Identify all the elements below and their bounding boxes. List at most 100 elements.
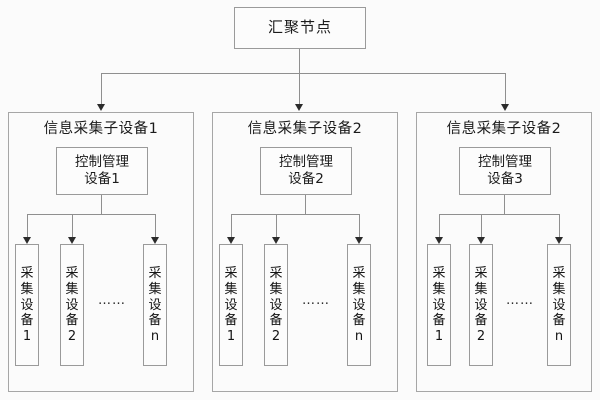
collection-device-n[interactable]: 采 集 设 备 n (347, 244, 371, 366)
leaf-char: 2 (67, 329, 77, 345)
control-management-device-3[interactable]: 控制管理 设备3 (459, 147, 551, 195)
leaf-branch-connector-1 (439, 214, 440, 237)
collection-device-2[interactable]: 采 集 设 备 2 (60, 244, 84, 366)
leaf-char: 集 (224, 281, 238, 297)
leaf-branch-connector-3 (559, 214, 560, 237)
leaf-branch-arrow-3 (554, 237, 563, 244)
collection-device-2[interactable]: 采 集 设 备 2 (469, 244, 493, 366)
leaf-char: 备 (474, 313, 488, 329)
collection-device-1[interactable]: 采 集 设 备 1 (219, 244, 243, 366)
collection-device-1[interactable]: 采 集 设 备 1 (15, 244, 39, 366)
leaf-char: 采 (552, 265, 566, 281)
leaf-char: n (354, 329, 364, 345)
control-management-device-2[interactable]: 控制管理 设备2 (260, 147, 352, 195)
subsystem-group-title: 信息采集子设备1 (43, 121, 159, 137)
control-distribution-bus (231, 214, 359, 215)
leaf-char: 采 (148, 265, 162, 281)
leaf-branch-connector-3 (155, 214, 156, 237)
leaf-branch-arrow-1 (22, 237, 31, 244)
control-label-line1: 控制管理 (478, 154, 532, 171)
leaf-char: 备 (552, 313, 566, 329)
leaf-branch-connector-1 (27, 214, 28, 237)
root-branch-connector-1 (101, 73, 102, 104)
control-label-line2: 设备2 (288, 171, 324, 187)
leaf-branch-arrow-2 (67, 237, 76, 244)
collection-device-n[interactable]: 采 集 设 备 n (143, 244, 167, 366)
subsystem-group-2[interactable]: 信息采集子设备2 控制管理 设备2 采 集 设 备 1 采 集 设 备 2 …… (212, 112, 398, 392)
control-distribution-bus (439, 214, 559, 215)
leaf-branch-connector-1 (231, 214, 232, 237)
leaf-char: 集 (352, 281, 366, 297)
leaf-char: 集 (474, 281, 488, 297)
subsystem-group-title: 信息采集子设备2 (247, 121, 363, 137)
leaf-char: 采 (474, 265, 488, 281)
leaf-ellipsis: …… (506, 293, 534, 308)
leaf-char: 备 (269, 313, 283, 329)
leaf-char: 集 (65, 281, 79, 297)
leaf-char: 1 (434, 329, 444, 345)
subsystem-group-title: 信息采集子设备2 (446, 121, 562, 137)
leaf-char: 设 (269, 297, 283, 313)
leaf-char: 备 (224, 313, 238, 329)
root-node-label: 汇聚节点 (267, 18, 332, 37)
control-management-device-1[interactable]: 控制管理 设备1 (56, 147, 148, 195)
leaf-char: 设 (65, 297, 79, 313)
leaf-branch-connector-2 (276, 214, 277, 237)
leaf-branch-arrow-2 (271, 237, 280, 244)
leaf-char: 集 (148, 281, 162, 297)
leaf-branch-arrow-1 (226, 237, 235, 244)
leaf-char: n (554, 329, 564, 345)
root-branch-arrow-3 (500, 104, 509, 111)
control-label-line1: 控制管理 (75, 154, 129, 171)
leaf-char: 设 (148, 297, 162, 313)
leaf-char: 设 (432, 297, 446, 313)
leaf-char: 采 (20, 265, 34, 281)
leaf-char: 1 (226, 329, 236, 345)
control-label-line1: 控制管理 (279, 154, 333, 171)
leaf-char: 采 (432, 265, 446, 281)
control-stem-connector (101, 195, 102, 214)
collection-device-2[interactable]: 采 集 设 备 2 (264, 244, 288, 366)
control-stem-connector (305, 195, 306, 214)
leaf-char: 设 (474, 297, 488, 313)
leaf-branch-connector-2 (72, 214, 73, 237)
root-distribution-bus (101, 73, 505, 74)
leaf-char: 设 (20, 297, 34, 313)
leaf-branch-arrow-2 (476, 237, 485, 244)
leaf-ellipsis: …… (302, 293, 330, 308)
control-label-line2: 设备1 (84, 171, 120, 187)
root-branch-arrow-2 (294, 104, 303, 111)
subsystem-group-3[interactable]: 信息采集子设备2 控制管理 设备3 采 集 设 备 1 采 集 设 备 2 …… (416, 112, 592, 392)
root-node-aggregation[interactable]: 汇聚节点 (234, 7, 366, 49)
control-distribution-bus (27, 214, 155, 215)
leaf-branch-arrow-3 (354, 237, 363, 244)
leaf-char: 2 (271, 329, 281, 345)
control-label-line2: 设备3 (487, 171, 523, 187)
leaf-char: 集 (20, 281, 34, 297)
collection-device-n[interactable]: 采 集 设 备 n (547, 244, 571, 366)
root-stem-connector (299, 49, 300, 73)
leaf-branch-arrow-3 (150, 237, 159, 244)
root-branch-connector-2 (299, 73, 300, 104)
leaf-char: 2 (476, 329, 486, 345)
leaf-char: n (150, 329, 160, 345)
leaf-char: 备 (20, 313, 34, 329)
leaf-char: 设 (224, 297, 238, 313)
leaf-branch-arrow-1 (434, 237, 443, 244)
collection-device-1[interactable]: 采 集 设 备 1 (427, 244, 451, 366)
leaf-char: 1 (22, 329, 32, 345)
leaf-branch-connector-3 (359, 214, 360, 237)
subsystem-group-1[interactable]: 信息采集子设备1 控制管理 设备1 采 集 设 备 1 采 集 设 备 2 …… (8, 112, 194, 392)
leaf-branch-connector-2 (481, 214, 482, 237)
leaf-char: 集 (552, 281, 566, 297)
leaf-ellipsis: …… (98, 293, 126, 308)
leaf-char: 备 (148, 313, 162, 329)
root-branch-connector-3 (505, 73, 506, 104)
control-stem-connector (504, 195, 505, 214)
leaf-char: 采 (352, 265, 366, 281)
leaf-char: 采 (269, 265, 283, 281)
leaf-char: 采 (224, 265, 238, 281)
leaf-char: 备 (432, 313, 446, 329)
leaf-char: 备 (352, 313, 366, 329)
